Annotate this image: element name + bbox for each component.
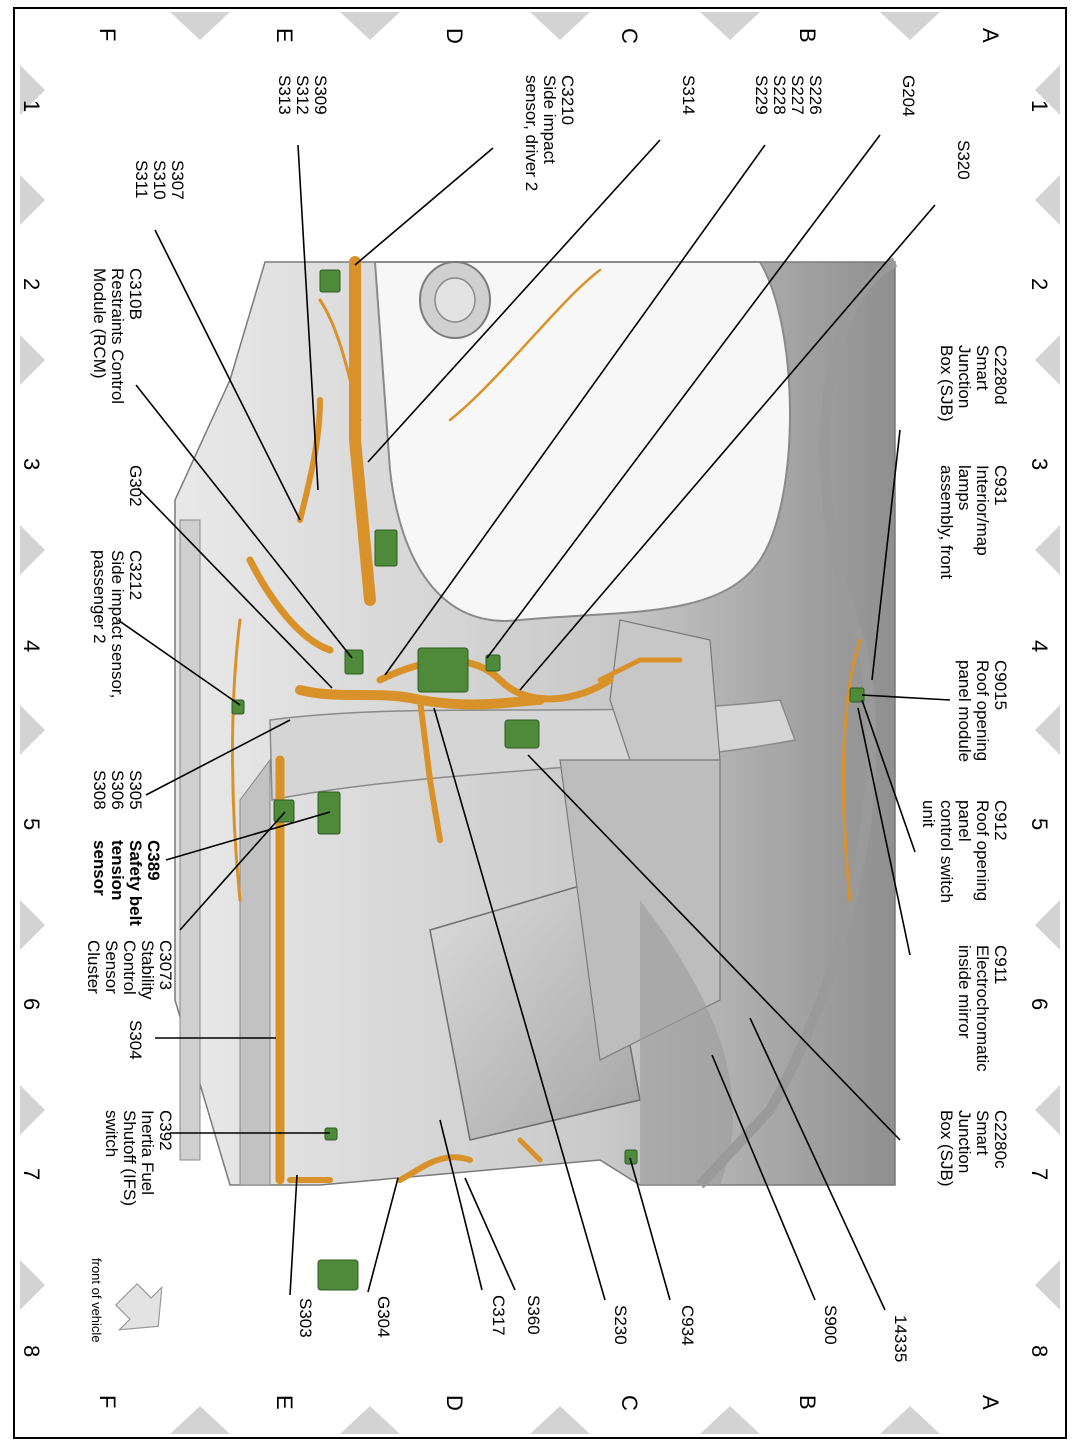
harness-connector — [374, 529, 398, 567]
label-14335: 14335 — [891, 1315, 910, 1362]
label-g204: G204 — [899, 75, 918, 117]
col-label-right-3: 3 — [1027, 458, 1052, 470]
row-label-top-5: F — [95, 28, 120, 41]
row-label-bottom-5: F — [95, 1395, 120, 1408]
label-c2280d: C2280d Smart Junction Box (SJB) — [937, 345, 1010, 422]
col-label-right-4: 4 — [1027, 640, 1052, 652]
c9015-connector — [849, 687, 865, 703]
c392-area-connector — [317, 1259, 359, 1291]
col-label-left-7: 7 — [19, 1168, 44, 1180]
grid-labels: A B C D E F A B C D E F 1 2 3 4 5 6 7 8 … — [19, 28, 1052, 1411]
label-s360: S360 — [524, 1295, 543, 1335]
c3212-connector — [231, 699, 245, 715]
row-label-bottom-2: C — [617, 1395, 642, 1411]
wiring-harness — [231, 256, 862, 1185]
label-s900: S900 — [821, 1305, 840, 1345]
label-c3212: C3212 Side impact sensor, passenger 2 — [90, 550, 145, 703]
leader-lines — [117, 134, 951, 1311]
label-c911: C911 Electrochromatic inside mirror — [955, 945, 1010, 1076]
label-s303: S303 — [296, 1298, 315, 1338]
frame-border — [13, 7, 1067, 1439]
label-c392: C392 Inertia Fuel Shutoff (IFS) switch — [102, 1110, 175, 1211]
label-s314: S314 — [679, 75, 698, 115]
col-label-right-8: 8 — [1027, 1345, 1052, 1357]
col-label-right-7: 7 — [1027, 1168, 1052, 1180]
label-c310b: C310B Restraints Control Module (RCM) — [90, 268, 145, 409]
row-label-top-4: E — [272, 28, 297, 43]
col-label-left-1: 1 — [19, 100, 44, 112]
label-s226-group: S226 S227 S228 S229 — [752, 75, 825, 119]
label-c912: C912 Roof opening panel control switch u… — [919, 800, 1010, 908]
label-c9015: C9015 Roof opening panel module — [955, 660, 1010, 766]
row-label-top-0: A — [978, 28, 1003, 43]
label-s307-group: S307 S310 S311 — [132, 160, 187, 204]
c392-connector — [324, 1127, 338, 1141]
front-of-vehicle-label: front of vehicle — [89, 1258, 104, 1343]
label-c2280c: C2280c Smart Junction Box (SJB) — [937, 1110, 1010, 1187]
col-label-left-6: 6 — [19, 998, 44, 1010]
label-s305-group: S305 S306 S308 — [90, 770, 145, 814]
c931-connector — [485, 654, 501, 672]
border-markers — [20, 12, 1060, 1434]
c3210-connector — [319, 269, 341, 293]
col-label-right-2: 2 — [1027, 278, 1052, 290]
label-g304: G304 — [374, 1296, 393, 1338]
label-s304: S304 — [126, 1020, 145, 1060]
col-label-right-5: 5 — [1027, 818, 1052, 830]
label-g302: G302 — [126, 465, 145, 507]
row-label-bottom-1: B — [795, 1395, 820, 1410]
c3073-connector — [273, 799, 295, 823]
label-c389: C389 Safety belt tension sensor — [90, 840, 163, 931]
front-of-vehicle-indicator: front of vehicle — [89, 1258, 163, 1343]
row-label-top-2: C — [617, 28, 642, 44]
col-label-right-1: 1 — [1027, 100, 1052, 112]
label-s230: S230 — [611, 1305, 630, 1345]
label-c931: C931 Interior/map lamps assembly, front — [937, 465, 1010, 579]
sjb-c2280c-connector — [504, 719, 540, 749]
col-label-left-8: 8 — [19, 1345, 44, 1357]
row-label-bottom-4: E — [272, 1395, 297, 1410]
row-label-top-1: B — [795, 28, 820, 43]
label-c317: C317 — [489, 1295, 508, 1336]
col-label-left-4: 4 — [19, 640, 44, 652]
label-s309-group: S309 S312 S313 — [275, 75, 330, 119]
row-label-bottom-3: D — [442, 1395, 467, 1411]
col-label-left-3: 3 — [19, 458, 44, 470]
col-label-left-2: 2 — [19, 278, 44, 290]
label-c3210: C3210 Side impact sensor, driver 2 — [522, 75, 577, 191]
row-label-bottom-0: A — [978, 1395, 1003, 1410]
callout-labels: S320 G204 S226 S227 S228 S229 S314 C3210… — [84, 75, 1010, 1362]
sjb-module-connector — [417, 647, 469, 693]
label-c3073: C3073 Stability Control Sensor Cluster — [84, 940, 175, 1004]
col-label-right-6: 6 — [1027, 998, 1052, 1010]
col-label-left-5: 5 — [19, 818, 44, 830]
row-label-top-3: D — [442, 28, 467, 44]
label-c934: C934 — [678, 1305, 697, 1346]
front-arrow-icon — [114, 1282, 163, 1331]
label-s320: S320 — [954, 140, 973, 180]
